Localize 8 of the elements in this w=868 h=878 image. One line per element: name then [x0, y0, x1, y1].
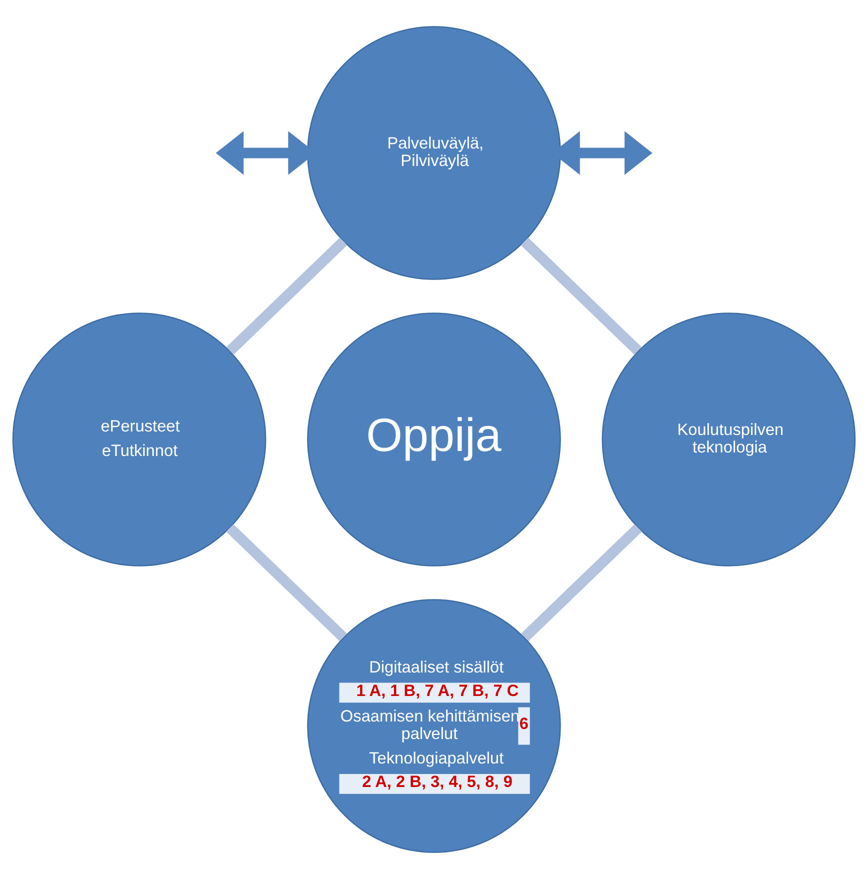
connector	[520, 237, 642, 354]
node-circle: Palveluväylä, Pilviväylä	[307, 26, 561, 280]
node-circle: Koulutuspilven teknologia	[602, 312, 856, 566]
connector	[226, 237, 348, 354]
node-circle: Oppija	[307, 312, 561, 566]
connector	[521, 524, 642, 641]
node-circle: ePerusteet eTutkinnot	[12, 312, 266, 566]
connector	[226, 524, 347, 641]
